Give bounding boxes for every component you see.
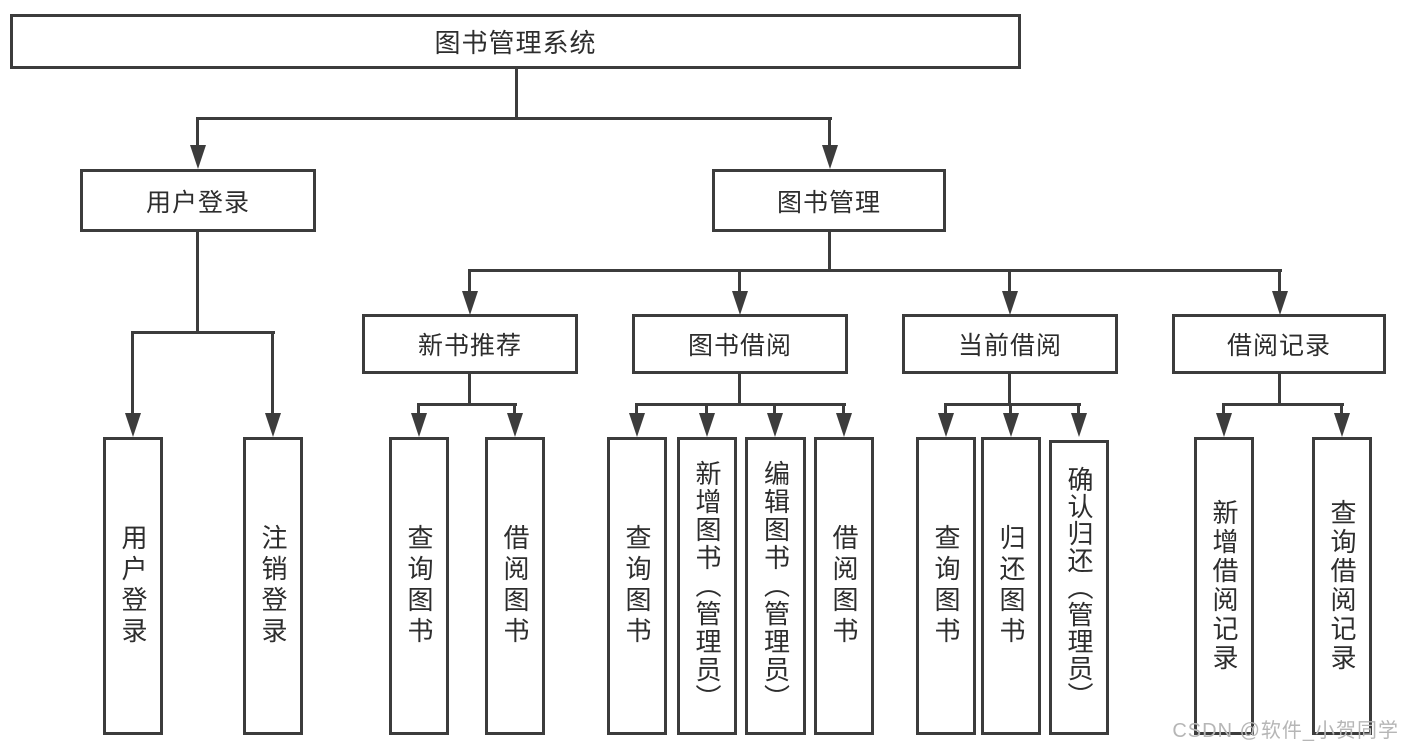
leaf-edit-books-admin: 编辑图书（管理员） xyxy=(745,437,806,735)
connector-group-vline xyxy=(1008,374,1011,406)
arrow-down-icon xyxy=(836,413,852,437)
connector-group-vline xyxy=(738,374,741,406)
arrow-down-icon xyxy=(265,413,281,437)
leaf-query-books-borrowing: 查询图书 xyxy=(607,437,667,735)
node-user-login: 用户登录 xyxy=(80,169,316,232)
connector-root-vline xyxy=(515,69,518,119)
leaf-label: 查询图书 xyxy=(622,524,652,648)
leaf-label: 查询图书 xyxy=(404,524,434,648)
connector-user-login-vline xyxy=(196,232,199,333)
connector-book-management-vline xyxy=(828,232,831,271)
connector-leaf-stub xyxy=(944,403,947,416)
leaf-label: 用户登录 xyxy=(118,524,148,648)
connector-group-hline xyxy=(417,403,517,406)
leaf-label: 确认归还（管理员） xyxy=(1064,466,1094,709)
arrow-down-icon xyxy=(1002,291,1018,315)
arrow-down-icon xyxy=(507,413,523,437)
arrow-down-icon xyxy=(699,413,715,437)
leaf-label: 注销登录 xyxy=(258,524,288,648)
connector-leaf-stub xyxy=(705,403,708,416)
connector-group-hline xyxy=(944,403,1081,406)
leaf-logout: 注销登录 xyxy=(243,437,303,735)
leaf-query-books-recommend: 查询图书 xyxy=(389,437,449,735)
connector-leaf-stub xyxy=(1077,403,1080,416)
leaf-label: 借阅图书 xyxy=(829,524,859,648)
connector-group-stub xyxy=(468,269,471,295)
leaf-borrow-books: 借阅图书 xyxy=(814,437,874,735)
leaf-label: 借阅图书 xyxy=(500,524,530,648)
connector-group-hline xyxy=(635,403,846,406)
leaf-query-books-current: 查询图书 xyxy=(916,437,976,735)
arrow-down-icon xyxy=(938,413,954,437)
connector-group-hline xyxy=(1222,403,1344,406)
node-borrowing-records: 借阅记录 xyxy=(1172,314,1386,374)
connector-leaf-stub xyxy=(417,403,420,416)
node-book-borrowing-label: 图书借阅 xyxy=(687,332,792,360)
arrow-down-icon xyxy=(767,413,783,437)
arrow-down-icon xyxy=(732,291,748,315)
connector-user-login-stub xyxy=(196,117,199,147)
connector-leaf-stub xyxy=(1340,403,1343,416)
connector-leaf-stub xyxy=(773,403,776,416)
connector-book-management-hline xyxy=(468,269,1282,272)
arrow-down-icon xyxy=(1216,413,1232,437)
connector-group-vline xyxy=(1278,374,1281,406)
leaf-label: 归还图书 xyxy=(996,524,1026,648)
connector-user-login-hline xyxy=(131,331,275,334)
node-user-login-label: 用户登录 xyxy=(145,188,250,217)
connector-leaf-stub xyxy=(635,403,638,416)
connector-leaf-stub xyxy=(1009,403,1012,416)
leaf-label: 查询借阅记录 xyxy=(1327,499,1357,673)
connector-group-stub xyxy=(738,269,741,295)
node-root-label: 图书管理系统 xyxy=(434,28,597,58)
node-book-management-label: 图书管理 xyxy=(776,188,881,217)
connector-group-vline xyxy=(468,374,471,406)
connector-group-stub xyxy=(1278,269,1281,295)
arrow-down-icon xyxy=(125,413,141,437)
arrow-down-icon xyxy=(629,413,645,437)
arrow-down-icon xyxy=(1071,413,1087,437)
arrow-down-icon xyxy=(822,145,838,169)
connector-leaf-stub xyxy=(271,331,274,415)
leaf-label: 查询图书 xyxy=(931,524,961,648)
node-book-borrowing: 图书借阅 xyxy=(632,314,848,374)
connector-leaf-stub xyxy=(842,403,845,416)
node-borrowing-records-label: 借阅记录 xyxy=(1226,332,1331,360)
connector-group-stub xyxy=(1008,269,1011,295)
leaf-add-books-admin: 新增图书（管理员） xyxy=(677,437,737,735)
leaf-user-login: 用户登录 xyxy=(103,437,163,735)
node-root-library-system: 图书管理系统 xyxy=(10,14,1021,69)
leaf-return-books: 归还图书 xyxy=(981,437,1041,735)
arrow-down-icon xyxy=(190,145,206,169)
connector-leaf-stub xyxy=(131,331,134,415)
leaf-query-borrow-record: 查询借阅记录 xyxy=(1312,437,1372,735)
arrow-down-icon xyxy=(1272,291,1288,315)
leaf-label: 编辑图书（管理员） xyxy=(760,460,791,712)
leaf-label: 新增借阅记录 xyxy=(1209,499,1239,673)
leaf-label: 新增图书（管理员） xyxy=(692,460,722,712)
leaf-add-borrow-record: 新增借阅记录 xyxy=(1194,437,1254,735)
connector-book-management-stub xyxy=(828,117,831,147)
node-current-borrowing: 当前借阅 xyxy=(902,314,1118,374)
arrow-down-icon xyxy=(411,413,427,437)
node-new-book-recommend-label: 新书推荐 xyxy=(417,332,522,360)
csdn-watermark: CSDN @软件_小贺同学 xyxy=(1172,720,1399,742)
node-book-management: 图书管理 xyxy=(712,169,946,232)
connector-leaf-stub xyxy=(513,403,516,416)
connector-leaf-stub xyxy=(1222,403,1225,416)
leaf-confirm-return-admin: 确认归还（管理员） xyxy=(1049,440,1109,735)
arrow-down-icon xyxy=(462,291,478,315)
leaf-borrow-books-recommend: 借阅图书 xyxy=(485,437,545,735)
arrow-down-icon xyxy=(1003,413,1019,437)
node-current-borrowing-label: 当前借阅 xyxy=(957,332,1062,360)
arrow-down-icon xyxy=(1334,413,1350,437)
node-new-book-recommend: 新书推荐 xyxy=(362,314,578,374)
connector-root-hline xyxy=(196,117,832,120)
